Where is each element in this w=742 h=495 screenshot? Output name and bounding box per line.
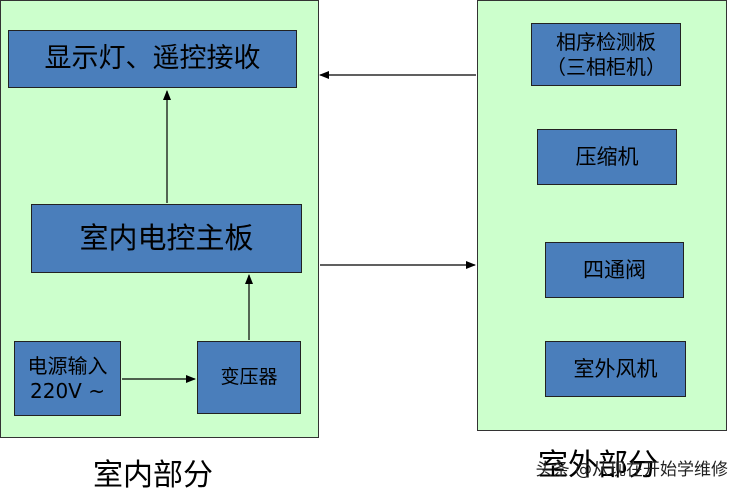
outdoor-section-title: 室外部分 (538, 448, 658, 483)
four-way-valve-label: 四通阀 (583, 257, 646, 282)
display-remote-receiver-label: 显示灯、遥控接收 (44, 43, 261, 75)
power-input-voltage: 220V ~ (30, 378, 105, 403)
phase-detection-board-note: （三相柜机） (546, 54, 666, 79)
transformer-box: 变压器 (197, 341, 301, 414)
phase-detection-board-box: 相序检测板 （三相柜机） (531, 23, 681, 86)
indoor-main-board-box: 室内电控主板 (31, 204, 302, 273)
power-input-label: 电源输入 (27, 353, 108, 378)
four-way-valve-box: 四通阀 (545, 242, 684, 298)
indoor-main-board-label: 室内电控主板 (79, 221, 254, 256)
compressor-label: 压缩机 (575, 144, 639, 169)
phase-detection-board-label: 相序检测板 (556, 29, 656, 54)
compressor-box: 压缩机 (537, 129, 677, 185)
watermark-text: 头条 @从现在开始学维修 (535, 460, 728, 480)
outdoor-fan-box: 室外风机 (545, 341, 686, 397)
transformer-label: 变压器 (220, 365, 278, 388)
indoor-section-title: 室内部分 (93, 458, 213, 493)
display-remote-receiver-box: 显示灯、遥控接收 (8, 30, 297, 88)
power-input-box: 电源输入 220V ~ (14, 341, 121, 416)
outdoor-fan-label: 室外风机 (573, 356, 658, 381)
